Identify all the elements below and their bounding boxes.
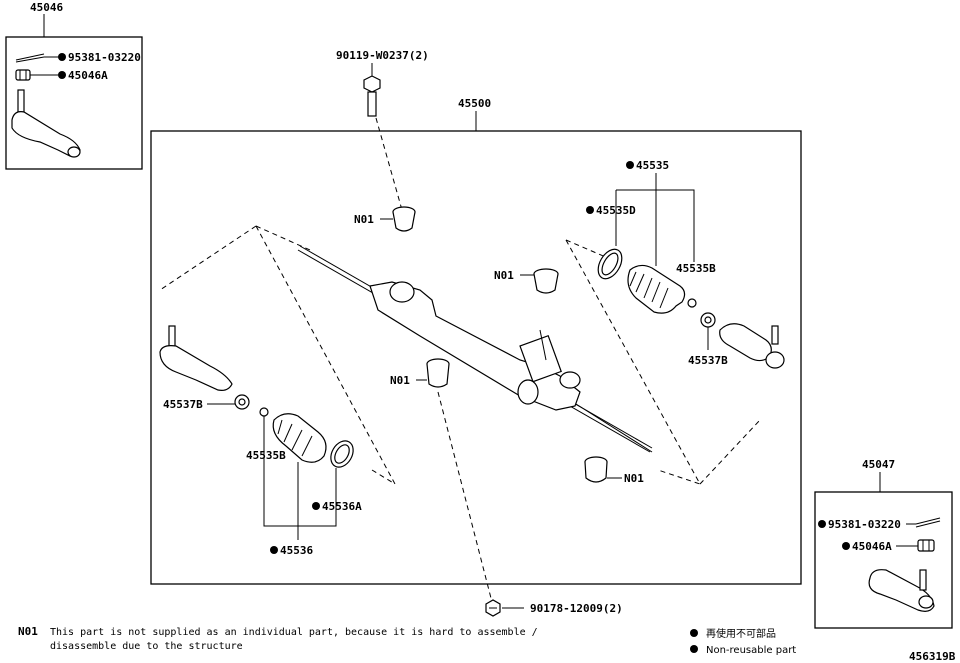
bushing-n01-a-icon: [392, 206, 416, 232]
non-reusable-dot: [312, 502, 320, 510]
part-label-boot-set-left[interactable]: 45536: [280, 544, 313, 557]
bushing-n01-c-icon: [426, 358, 450, 388]
steering-rack-icon: [297, 245, 653, 453]
footnote: N01 This part is not supplied as an indi…: [18, 625, 538, 652]
part-label-n01-d[interactable]: N01: [624, 472, 644, 485]
non-reusable-dot: [690, 645, 698, 653]
legend: 再使用不可部品 Non-reusable part: [690, 627, 796, 656]
gear-assembly-group[interactable]: 45500 N01: [150, 97, 802, 603]
part-label-clip-right[interactable]: 45535B: [676, 262, 716, 275]
tie-rod-end-right-icon: [868, 569, 935, 612]
cotter-pin-left-icon: [15, 53, 58, 63]
non-reusable-dot: [58, 53, 66, 61]
part-label-bolt-bottom: 90178-12009(2): [530, 602, 623, 615]
part-label-nut-right[interactable]: 45046A: [852, 540, 892, 553]
part-label-bolt-top: 90119-W0237(2): [336, 49, 429, 62]
part-label-clamp-right[interactable]: 45535D: [596, 204, 636, 217]
bolt-bottom-icon: [485, 599, 501, 617]
non-reusable-dot: [842, 542, 850, 550]
tie-rod-end-left-box: [5, 36, 143, 170]
assembly-label-45046: 45046: [30, 1, 63, 14]
footnote-line-1: This part is not supplied as an individu…: [50, 627, 538, 638]
non-reusable-dot: [626, 161, 634, 169]
part-label-cotter-pin-left[interactable]: 95381-03220: [68, 51, 141, 64]
footnote-line-2: disassemble due to the structure: [50, 641, 243, 652]
non-reusable-dot: [270, 546, 278, 554]
bolt-bottom-group[interactable]: 90178-12009(2): [485, 599, 623, 617]
tie-rod-end-right-group[interactable]: 45047 95381-03220 45046A: [814, 458, 953, 629]
clamp-ring-left-icon: [330, 440, 354, 468]
bolt-top-icon: [363, 75, 381, 117]
boot-right-icon: [627, 264, 686, 314]
part-label-boot-set-right[interactable]: 45535: [636, 159, 669, 172]
tie-rod-end-left-group[interactable]: 45046 95381-03220 45046A: [5, 1, 143, 170]
bushing-n01-b-icon: [533, 268, 559, 294]
non-reusable-dot: [586, 206, 594, 214]
part-label-nut-left[interactable]: 45046A: [68, 69, 108, 82]
clip-right-icon: [687, 298, 697, 308]
tie-rod-end-left-icon: [11, 89, 81, 158]
tie-rod-end-right-box: [814, 491, 953, 629]
legend-english: Non-reusable part: [706, 645, 796, 656]
nut-right-icon: [917, 539, 935, 552]
footnote-code: N01: [18, 625, 38, 638]
part-label-n01-c[interactable]: N01: [390, 374, 410, 387]
legend-japanese: 再使用不可部品: [706, 627, 776, 640]
diagram-id: 456319B: [909, 650, 956, 663]
non-reusable-dot: [818, 520, 826, 528]
nut-left-icon: [15, 69, 58, 81]
non-reusable-dot: [58, 71, 66, 79]
tie-rod-end-inner-left-icon: [159, 325, 233, 391]
part-label-locknut-left[interactable]: 45537B: [163, 398, 203, 411]
part-label-cotter-pin-right[interactable]: 95381-03220: [828, 518, 901, 531]
cotter-pin-right-icon: [906, 517, 941, 528]
non-reusable-dot: [690, 629, 698, 637]
clip-left-icon: [259, 407, 269, 417]
boot-left-icon: [272, 413, 327, 463]
part-label-clamp-left[interactable]: 45536A: [322, 500, 362, 513]
part-label-locknut-right[interactable]: 45537B: [688, 354, 728, 367]
part-label-n01-b[interactable]: N01: [494, 269, 514, 282]
tie-rod-end-inner-right-icon: [719, 323, 785, 369]
bolt-top-group[interactable]: 90119-W0237(2): [336, 49, 429, 211]
locknut-left-icon: [234, 394, 250, 410]
locknut-right-icon: [700, 312, 716, 328]
gear-assembly-box: [150, 130, 802, 585]
part-label-clip-left[interactable]: 45535B: [246, 449, 286, 462]
bushing-n01-d-icon: [584, 456, 608, 483]
part-label-n01-a[interactable]: N01: [354, 213, 374, 226]
clamp-ring-right-icon: [597, 248, 623, 280]
assembly-label-45500: 45500: [458, 97, 491, 110]
assembly-label-45047: 45047: [862, 458, 895, 471]
